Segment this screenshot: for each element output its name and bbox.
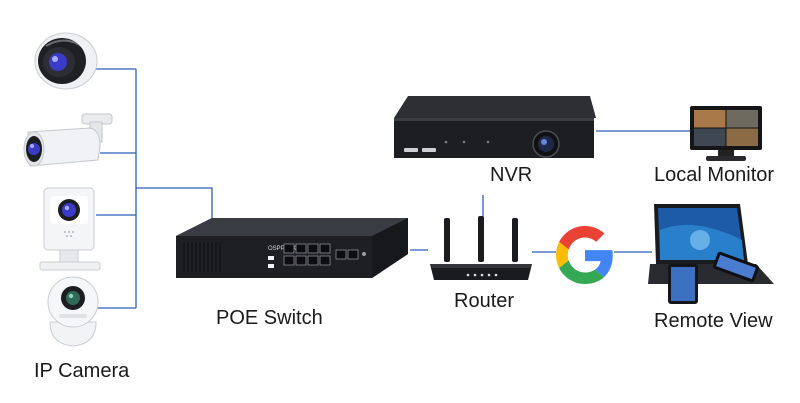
bullet-camera: [23, 113, 113, 167]
bus-to-switch-link: [136, 187, 213, 228]
google-logo: [556, 226, 613, 284]
poe-switch-label: POE Switch: [216, 307, 323, 329]
switch-brand: OSPPTEK: [268, 246, 296, 252]
pan-tilt-camera: [47, 276, 99, 347]
local-monitor-label: Local Monitor: [654, 164, 775, 186]
router: [430, 216, 532, 280]
nvr-label: NVR: [490, 164, 533, 186]
router-label: Router: [454, 290, 515, 312]
remote-devices: [648, 204, 774, 304]
fisheye-camera: [34, 32, 98, 90]
local-monitor: [690, 106, 762, 161]
remote-view-label: Remote View: [654, 310, 773, 332]
poe-switch: OSPPTEK: [176, 218, 408, 278]
ip-camera-label: IP Camera: [34, 360, 130, 382]
nvr-recorder: [394, 96, 596, 158]
cube-camera: [39, 187, 101, 271]
